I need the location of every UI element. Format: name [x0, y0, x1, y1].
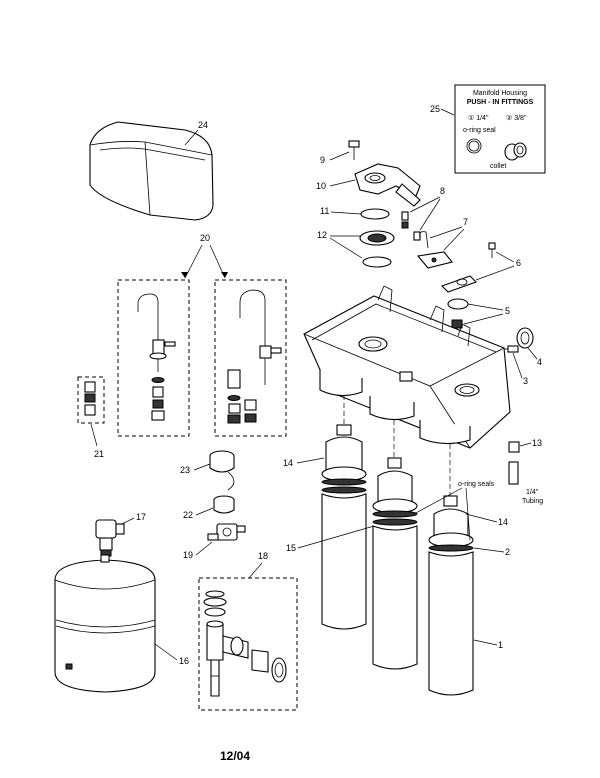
diaphragm-12 [359, 230, 395, 268]
callout-17: 17 [136, 512, 146, 522]
drain-assembly-box [198, 577, 298, 711]
screw-6 [440, 242, 496, 293]
callout-22: 22 [183, 510, 193, 520]
manifold-box-oring-label: o-ring seal [463, 127, 496, 134]
part-19 [207, 523, 246, 541]
screw-9 [348, 140, 360, 160]
manifold-info-box: Manifold Housing PUSH - IN FITTINGS ① 1/… [454, 84, 546, 174]
callout-18: 18 [258, 551, 268, 561]
oring-seal-icon [466, 138, 482, 154]
part-23 [209, 450, 235, 491]
callout-20: 20 [200, 233, 210, 243]
callout-13: 13 [532, 438, 542, 448]
filter-cartridge-left [321, 424, 367, 630]
tubing-size-label: 1/4" [526, 489, 539, 496]
filter-cartridge-right [428, 495, 474, 696]
manifold-box-collet-label: collet [490, 163, 506, 170]
callout-12: 12 [317, 230, 327, 240]
manifold-box-title: Manifold Housing [473, 90, 527, 97]
bracket-7 [416, 231, 453, 269]
drain-assembly [203, 590, 287, 697]
callout-24: 24 [198, 120, 208, 130]
check-valves-8 [401, 211, 421, 241]
orings-5 [447, 298, 469, 329]
callout-23: 23 [180, 465, 190, 475]
callout-16: 16 [179, 656, 189, 666]
callout-7: 7 [463, 217, 468, 227]
callout-19: 19 [183, 550, 193, 560]
callout-2: 2 [505, 547, 510, 557]
fitting-kit [84, 381, 96, 416]
filter-cartridge-middle [372, 457, 418, 670]
callout-15: 15 [286, 543, 296, 553]
fitting-kit-box [77, 376, 105, 424]
oring-seals-label: o-ring seals [458, 481, 495, 488]
callout-10: 10 [316, 181, 326, 191]
part-17 [95, 519, 125, 557]
callout-14-left: 14 [283, 458, 293, 468]
callout-8: 8 [440, 186, 445, 196]
callout-5: 5 [505, 306, 510, 316]
part-22 [213, 495, 235, 514]
callout-3: 3 [523, 376, 528, 386]
faucet-a [137, 293, 176, 421]
top-cover [89, 121, 214, 221]
manifold-box-size-b: ② 3/8" [506, 114, 527, 122]
callout-14-right: 14 [498, 517, 508, 527]
valve-cap-10 [354, 163, 421, 207]
storage-tank [54, 554, 156, 693]
fitting-4 [516, 327, 534, 349]
callout-6: 6 [516, 258, 521, 268]
collet-icon [504, 142, 527, 161]
callout-11: 11 [320, 206, 329, 216]
tubing-label: Tubing [522, 498, 543, 505]
faucet-kit-a-box [117, 279, 190, 437]
callout-1: 1 [498, 640, 503, 650]
manifold-box-size-a: ① 1/4" [468, 114, 489, 122]
tubing-fitting-13 [508, 441, 520, 485]
manifold-housing [303, 285, 511, 449]
faucet-b [227, 289, 282, 424]
manifold-box-subtitle: PUSH - IN FITTINGS [467, 99, 534, 106]
footer-date: 12/04 [220, 749, 250, 763]
callout-4: 4 [537, 357, 542, 367]
callout-25: 25 [430, 104, 440, 114]
faucet-kit-b-box [214, 279, 287, 437]
callout-21: 21 [94, 449, 104, 459]
washer-11 [360, 208, 390, 220]
callout-9: 9 [320, 155, 325, 165]
